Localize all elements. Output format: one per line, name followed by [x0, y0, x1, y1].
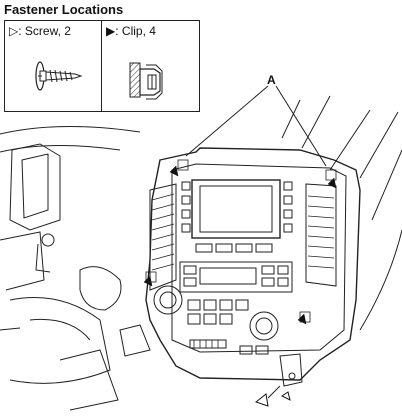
- screw-marker-icon: ▷: [9, 24, 19, 38]
- legend-clip-text: : Clip, 4: [115, 24, 156, 38]
- screw-icon: [35, 61, 83, 91]
- diagram-title: Fastener Locations: [4, 2, 124, 17]
- legend-screw: ▷: Screw, 2: [5, 21, 102, 111]
- screw-marker-bottom: [254, 393, 269, 407]
- fastener-legend: ▷: Screw, 2 ▶: Clip, 4: [4, 20, 200, 112]
- legend-clip: ▶: Clip, 4: [102, 21, 199, 111]
- clip-icon: [129, 62, 163, 100]
- callout-a: A: [267, 73, 276, 87]
- clip-markers: [143, 165, 337, 325]
- legend-clip-label: ▶: Clip, 4: [106, 24, 156, 38]
- clip-marker-lower-left: [143, 275, 153, 287]
- screw-marker-right: [281, 391, 291, 401]
- legend-screw-label: ▷: Screw, 2: [9, 24, 71, 38]
- leader-line-left: [185, 85, 269, 157]
- clip-marker-lower-right: [297, 313, 307, 325]
- leader-line-right: [275, 85, 327, 167]
- clip-marker-upper-left: [169, 165, 179, 177]
- clip-marker-upper-right: [327, 177, 337, 189]
- clip-marker-icon: ▶: [106, 24, 116, 38]
- legend-screw-text: : Screw, 2: [18, 24, 71, 38]
